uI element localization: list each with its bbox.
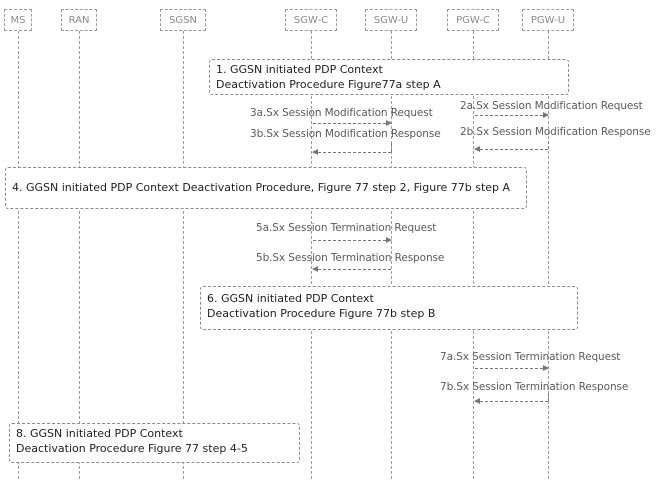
lifeline-pgw-u xyxy=(548,31,549,479)
message-2a-label: 2a.Sx Session Modification Request xyxy=(460,100,643,112)
message-3a-arrow xyxy=(313,120,392,126)
procedure-8-line1: 8. GGSN initiated PDP Context xyxy=(16,427,183,440)
entity-sgw-u: SGW-U xyxy=(365,9,417,31)
message-2a-arrow xyxy=(475,112,549,118)
procedure-6-line2: Deactivation Procedure Figure 77b step B xyxy=(207,307,436,320)
procedure-6-line1: 6. GGSN initiated PDP Context xyxy=(207,292,374,305)
procedure-box-1: 1. GGSN initiated PDP Context Deactivati… xyxy=(209,59,569,95)
procedure-4-line1: 4. GGSN initiated PDP Context Deactivati… xyxy=(12,181,511,194)
message-5a-arrow xyxy=(313,237,392,243)
entity-sgw-c: SGW-C xyxy=(285,9,337,31)
message-7b-arrow xyxy=(474,398,548,404)
procedure-1-line2: Deactivation Procedure Figure77a step A xyxy=(216,78,441,91)
message-3b-arrow xyxy=(312,149,391,155)
procedure-box-6: 6. GGSN initiated PDP Context Deactivati… xyxy=(200,286,578,330)
message-7a-label: 7a.Sx Session Termination Request xyxy=(440,351,621,363)
entity-ms: MS xyxy=(4,9,32,31)
entity-ran: RAN xyxy=(61,9,97,31)
procedure-box-4: 4. GGSN initiated PDP Context Deactivati… xyxy=(5,167,527,209)
message-3b-connector xyxy=(391,143,392,152)
lifeline-ms xyxy=(18,31,19,479)
procedure-8-line2: Deactivation Procedure Figure 77 step 4-… xyxy=(16,442,248,455)
lifeline-sgw-u xyxy=(391,31,392,479)
message-2b-label: 2b.Sx Session Modification Response xyxy=(460,126,651,138)
message-2b-arrow xyxy=(474,146,548,152)
lifeline-pgw-c xyxy=(473,31,474,479)
message-5b-label: 5b.Sx Session Termination Response xyxy=(256,252,445,264)
lifeline-sgw-c xyxy=(311,31,312,479)
procedure-box-8: 8. GGSN initiated PDP Context Deactivati… xyxy=(9,423,300,463)
entity-sgsn: SGSN xyxy=(160,9,206,31)
message-7b-connector xyxy=(548,394,549,401)
lifeline-sgsn xyxy=(183,31,184,479)
entity-pgw-c: PGW-C xyxy=(447,9,499,31)
message-2b-connector xyxy=(548,141,549,149)
message-7b-label: 7b.Sx Session Termination Response xyxy=(440,381,629,393)
message-5b-arrow xyxy=(312,266,391,272)
entity-pgw-u: PGW-U xyxy=(522,9,574,31)
message-5a-label: 5a.Sx Session Termination Request xyxy=(256,222,437,234)
lifeline-ran xyxy=(79,31,80,479)
procedure-1-line1: 1. GGSN initiated PDP Context xyxy=(216,63,383,76)
message-3a-label: 3a.Sx Session Modification Request xyxy=(250,107,433,119)
message-7a-arrow xyxy=(475,365,549,371)
message-3b-label: 3b.Sx Session Modification Response xyxy=(250,128,441,140)
